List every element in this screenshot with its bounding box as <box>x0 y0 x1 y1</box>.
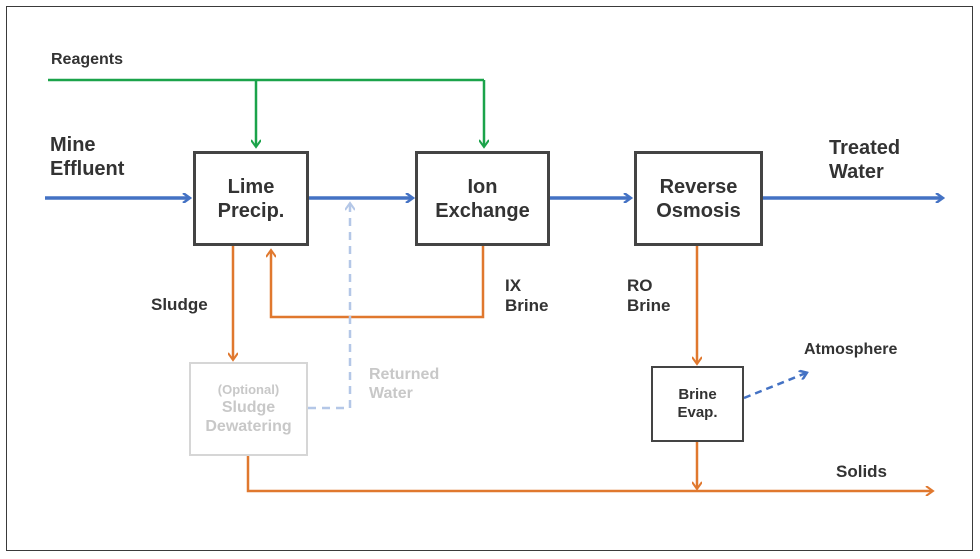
brine-evap-box: Brine Evap. <box>651 366 744 442</box>
brine-evap-line-1: Brine <box>678 386 717 403</box>
mine-effluent-line-2: Effluent <box>50 158 125 180</box>
ion-exchange-box: Ion Exchange <box>415 151 550 246</box>
sludge-dewatering-line-1: Sludge <box>221 398 276 416</box>
returned-water-label: Returned Water <box>369 365 439 403</box>
atmosphere-label: Atmosphere <box>804 341 898 358</box>
ion-exchange-line-2: Exchange <box>435 199 530 222</box>
reagents-label: Reagents <box>51 51 124 68</box>
reverse-osmosis-box: Reverse Osmosis <box>634 151 763 246</box>
brine-evap-line-2: Evap. <box>677 404 718 421</box>
sludge-label: Sludge <box>151 295 208 314</box>
treated-water-label: Treated Water <box>829 136 900 184</box>
treated-water-line-2: Water <box>829 161 884 183</box>
ix-brine-label: IX Brine <box>505 276 548 317</box>
ix-brine-return-arrow <box>271 246 485 319</box>
ix-brine-line-2: Brine <box>505 296 549 316</box>
returned-water-line-2: Water <box>369 385 413 403</box>
reverse-osmosis-line-2: Osmosis <box>656 199 741 222</box>
ro-brine-line-1: RO <box>627 276 653 295</box>
lime-precip-box: Lime Precip. <box>193 151 309 246</box>
returned-water-line-1: Returned <box>369 366 440 383</box>
evap-to-atmosphere-arrow <box>743 373 806 400</box>
sludge-dewatering-box: (Optional) Sludge Dewatering <box>189 362 308 456</box>
reverse-osmosis-line-1: Reverse <box>659 175 738 198</box>
diagram-frame <box>6 6 973 551</box>
ion-exchange-line-1: Ion <box>467 175 498 198</box>
mine-effluent-line-1: Mine <box>50 134 96 156</box>
lime-precip-line-2: Precip. <box>217 199 285 222</box>
treated-water-line-1: Treated <box>829 137 901 159</box>
returned-water-arrow <box>308 204 350 410</box>
sludge-dewatering-note: (Optional) <box>217 382 280 398</box>
lime-precip-line-1: Lime <box>227 175 275 198</box>
mine-effluent-label: Mine Effluent <box>50 133 124 181</box>
sludge-dewatering-line-2: Dewatering <box>205 417 292 435</box>
ix-brine-line-1: IX <box>505 276 522 295</box>
solids-line <box>246 456 932 491</box>
ro-brine-line-2: Brine <box>627 296 671 316</box>
ro-brine-label: RO Brine <box>627 276 670 317</box>
solids-label: Solids <box>836 462 888 481</box>
